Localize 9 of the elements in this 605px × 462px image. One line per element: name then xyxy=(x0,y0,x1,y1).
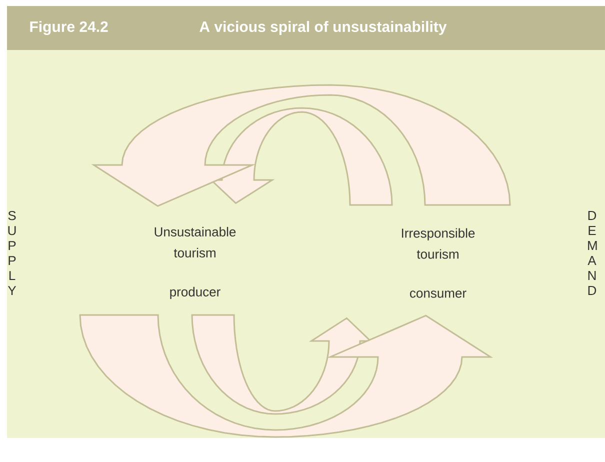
figure-title: A vicious spiral of unsustainability xyxy=(200,21,447,35)
curved-arrow xyxy=(191,314,372,415)
concept-label: Unsustainable tourism producer xyxy=(154,226,236,300)
curved-arrow xyxy=(91,84,511,207)
side-label: SUPPLY xyxy=(8,210,16,296)
figure-number: Figure 24.2 xyxy=(30,20,108,36)
side-label: DEMAND xyxy=(588,211,597,295)
concept-label: Irresponsible tourism consumer xyxy=(402,228,475,298)
curved-arrow xyxy=(79,314,494,438)
